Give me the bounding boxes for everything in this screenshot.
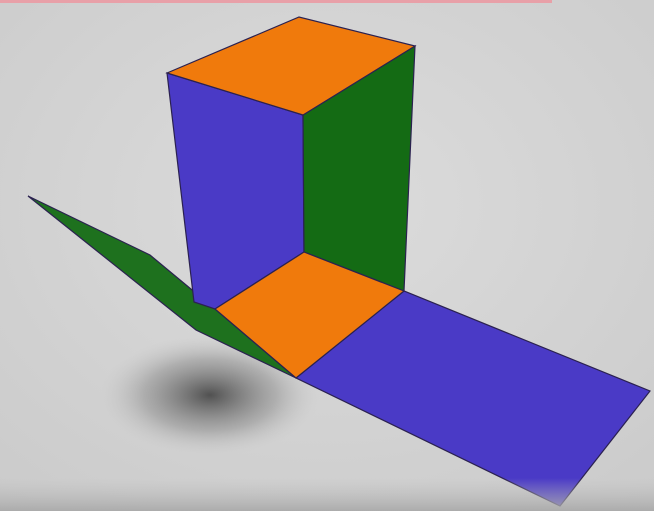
top-face <box>165 16 417 116</box>
bottom-fade <box>0 478 654 511</box>
flap-shadow <box>100 335 320 455</box>
top-border <box>0 0 552 3</box>
base-face <box>213 251 406 379</box>
